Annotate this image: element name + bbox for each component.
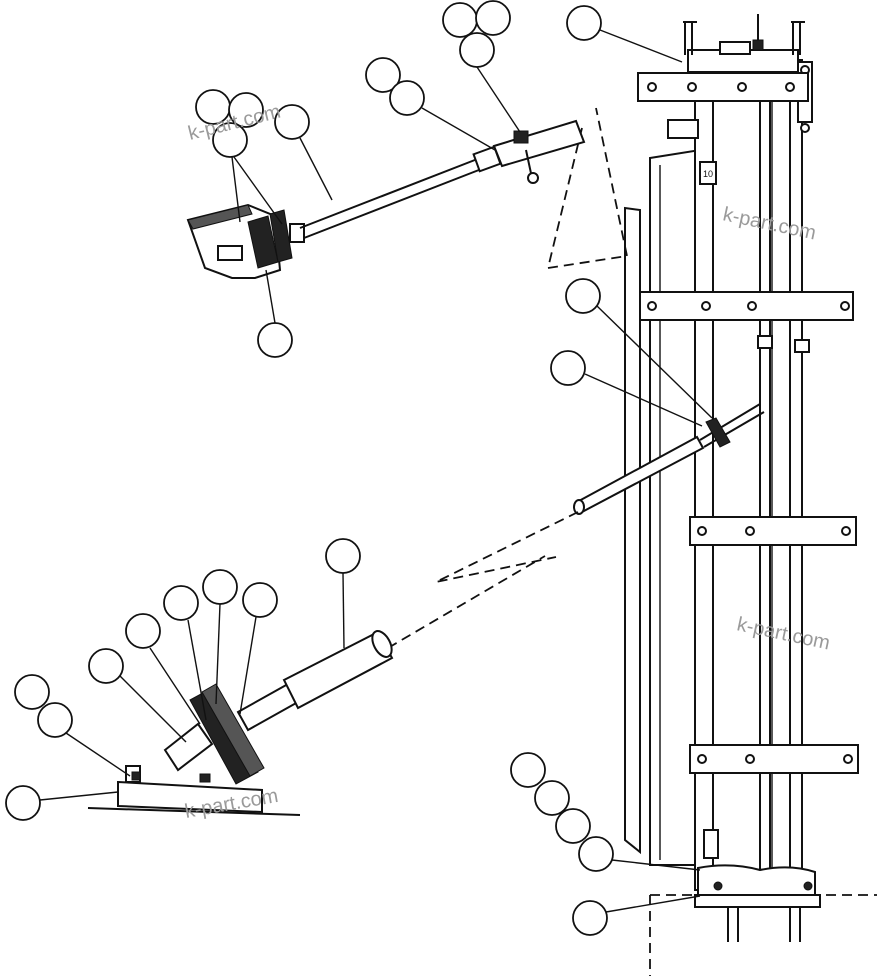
lower-pipe-detail bbox=[87, 630, 394, 816]
callout-bubble bbox=[88, 648, 124, 684]
detail-callout-middle bbox=[435, 511, 579, 583]
callout-bubble bbox=[257, 322, 293, 358]
callout-bubble bbox=[274, 104, 310, 140]
callout-bubble bbox=[572, 900, 608, 936]
callout-bubble bbox=[534, 780, 570, 816]
callout-bubble bbox=[555, 808, 591, 844]
clamp-bar-3 bbox=[689, 516, 857, 546]
callout-bubble bbox=[475, 0, 511, 36]
callout-bubble bbox=[125, 613, 161, 649]
callout-bubble bbox=[389, 80, 425, 116]
callout-bubble bbox=[566, 5, 602, 41]
callout-bubbles bbox=[5, 0, 713, 936]
callout-bubble bbox=[202, 569, 238, 605]
clamp-bar-4 bbox=[689, 744, 859, 774]
detail-callout-lower bbox=[387, 555, 546, 649]
callout-bubble bbox=[163, 585, 199, 621]
callout-bubble bbox=[565, 278, 601, 314]
callout-bubble bbox=[242, 582, 278, 618]
panel-tag: 10 bbox=[703, 169, 713, 179]
callout-bubble bbox=[212, 122, 248, 158]
callout-bubble bbox=[442, 2, 478, 38]
callout-bubble bbox=[550, 350, 586, 386]
upper-rod-detail bbox=[186, 119, 586, 279]
clamp-bar-1 bbox=[637, 72, 809, 102]
callout-bubble bbox=[37, 702, 73, 738]
clamp-bar-2 bbox=[639, 291, 854, 321]
watermark: k-part.com bbox=[735, 613, 832, 654]
callout-bubble bbox=[14, 674, 50, 710]
callout-bubble bbox=[578, 836, 614, 872]
callout-bubble bbox=[459, 32, 495, 68]
detail-callout-top bbox=[547, 107, 629, 269]
callout-bubble bbox=[325, 538, 361, 574]
callout-bubble bbox=[5, 785, 41, 821]
radiator-frame-assembly: 10 bbox=[573, 14, 877, 976]
callout-bubble bbox=[365, 57, 401, 93]
callout-bubble bbox=[228, 92, 264, 128]
callout-bubble bbox=[510, 752, 546, 788]
